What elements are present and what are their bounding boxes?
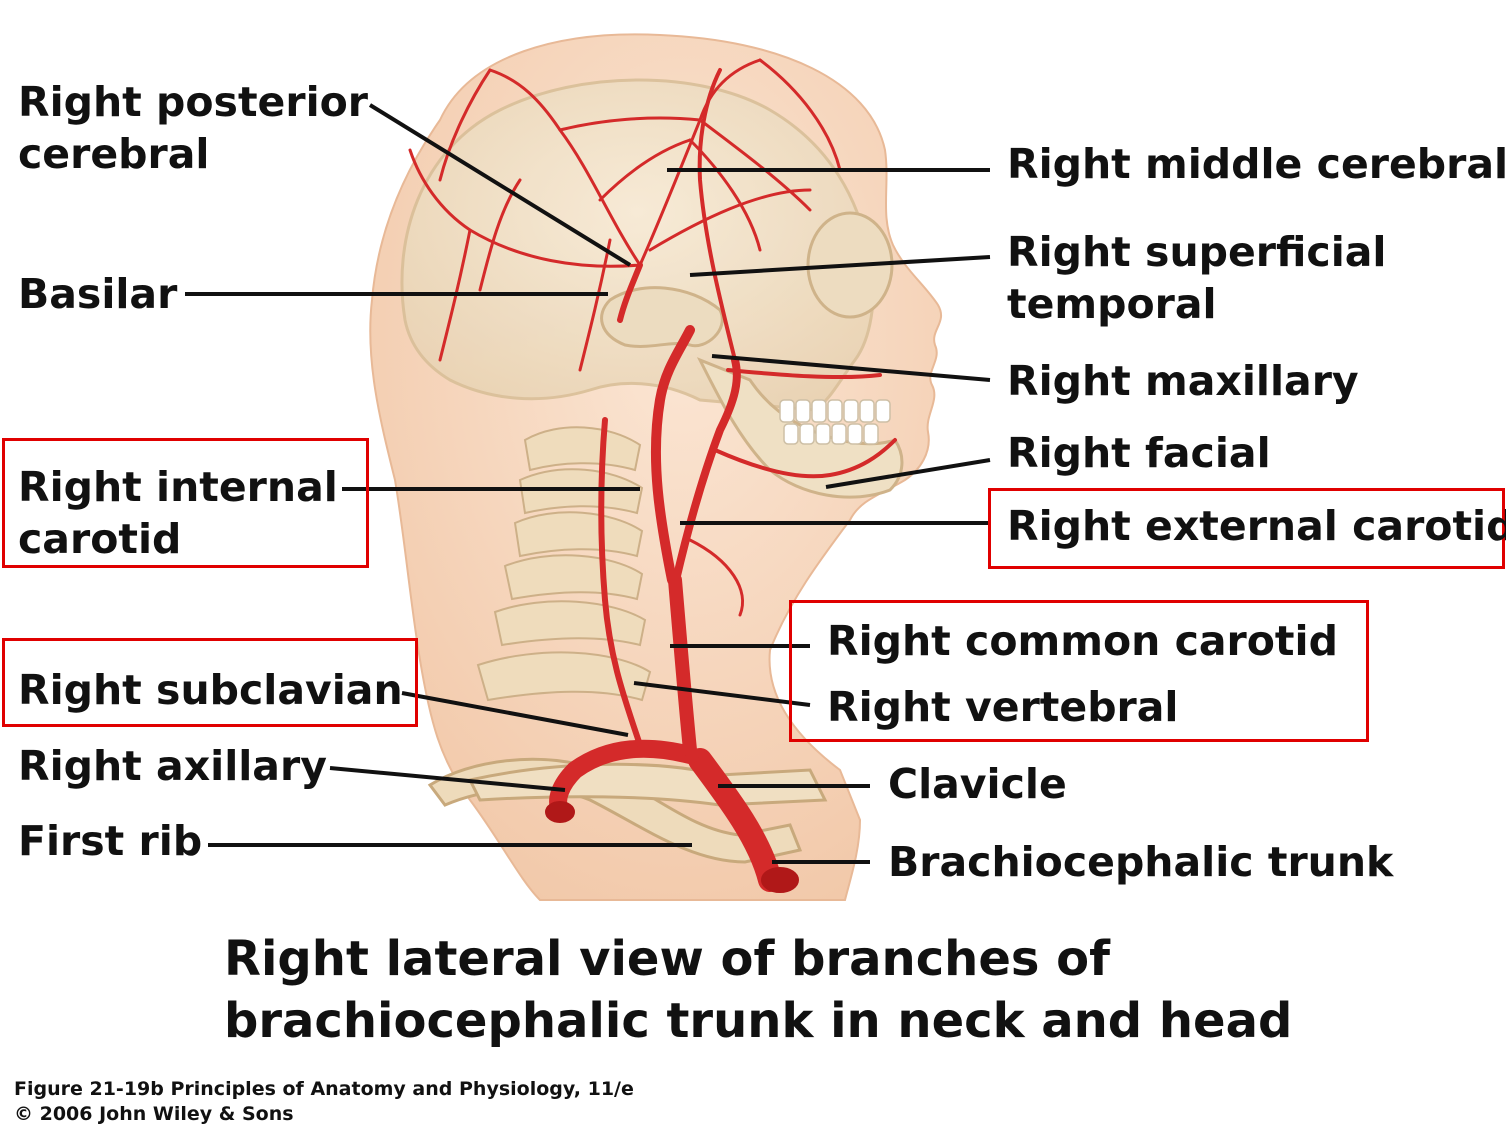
label-line: temporal	[1007, 280, 1217, 328]
label-right-facial: Right facial	[1007, 429, 1271, 477]
label-right-posterior-cerebral: Right posterior cerebral	[18, 76, 368, 180]
figure-credit: Figure 21-19b Principles of Anatomy and …	[14, 1077, 634, 1127]
leader-vertebral	[633, 681, 811, 707]
highlight-box-internal-carotid	[2, 438, 369, 568]
label-right-superficial-temporal: Right superficial temporal	[1007, 226, 1386, 330]
label-right-subclavian: Right subclavian	[18, 666, 403, 714]
leader-maxillary	[711, 354, 991, 382]
label-right-external-carotid: Right external carotid	[1007, 502, 1506, 550]
leader-lines	[185, 103, 991, 864]
label-brachiocephalic-trunk: Brachiocephalic trunk	[888, 838, 1394, 886]
label-line: Right superficial	[1007, 228, 1387, 276]
leader-superficial-temporal	[689, 255, 991, 277]
label-line: Right internal	[18, 463, 338, 511]
label-first-rib: First rib	[18, 817, 203, 865]
label-right-internal-carotid: Right internal carotid	[18, 461, 338, 565]
figure-caption: Right lateral view of branches of brachi…	[224, 928, 1292, 1052]
leader-posterior-cerebral	[368, 103, 632, 267]
label-right-maxillary: Right maxillary	[1007, 357, 1359, 405]
label-line: Right posterior	[18, 78, 369, 126]
caption-line: Right lateral view of branches of	[224, 931, 1111, 987]
label-line: carotid	[18, 515, 182, 563]
arteries	[408, 58, 897, 893]
highlight-box-external-carotid	[988, 488, 1505, 569]
label-basilar: Basilar	[18, 270, 178, 318]
credit-line: Figure 21-19b Principles of Anatomy and …	[14, 1078, 634, 1100]
label-right-axillary: Right axillary	[18, 742, 327, 790]
credit-line: © 2006 John Wiley & Sons	[14, 1103, 294, 1125]
highlight-box-common-carotid-vertebral	[789, 600, 1369, 742]
highlight-box-subclavian	[2, 638, 418, 727]
caption-line: brachiocephalic trunk in neck and head	[224, 993, 1293, 1049]
label-clavicle: Clavicle	[888, 760, 1067, 808]
leader-subclavian	[401, 691, 629, 737]
label-right-middle-cerebral: Right middle cerebral	[1007, 140, 1506, 188]
teeth	[779, 399, 891, 445]
label-line: cerebral	[18, 130, 210, 178]
leader-axillary	[329, 766, 566, 792]
label-right-common-carotid: Right common carotid	[827, 617, 1338, 665]
leader-facial	[825, 458, 991, 489]
label-right-vertebral: Right vertebral	[827, 683, 1179, 731]
